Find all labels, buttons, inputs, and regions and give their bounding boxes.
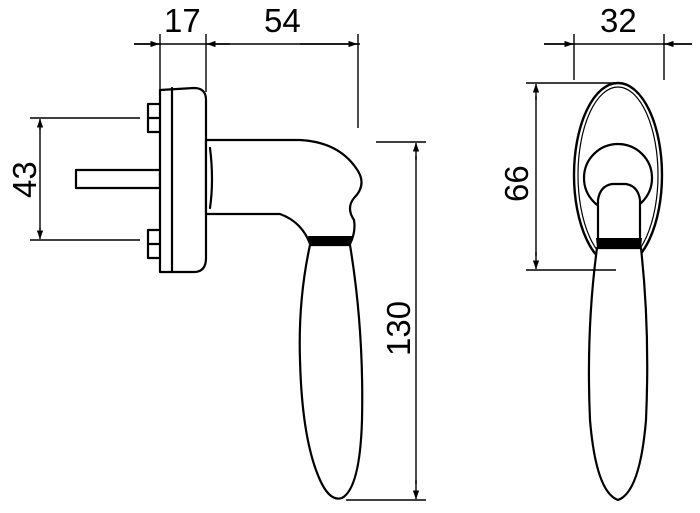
dim-handle-length: 130 bbox=[380, 301, 417, 356]
left-dimension: 43 bbox=[6, 117, 140, 241]
rosette-height-dimension: 66 bbox=[498, 82, 616, 271]
side-view bbox=[74, 86, 364, 500]
top-dimension-chain: 17 54 bbox=[134, 2, 360, 128]
spindle bbox=[74, 168, 162, 190]
dim-lever-projection: 54 bbox=[264, 2, 301, 39]
dim-rosette-height: 66 bbox=[498, 165, 535, 202]
dim-spindle-spacing: 43 bbox=[6, 161, 43, 198]
front-grip bbox=[587, 246, 649, 502]
rosette-base bbox=[158, 86, 208, 274]
lever-grip bbox=[298, 243, 364, 500]
rosette-width-dimension: 32 bbox=[544, 2, 692, 80]
lever-collar bbox=[308, 236, 352, 245]
dim-rosette-depth: 17 bbox=[164, 2, 201, 39]
front-view bbox=[572, 81, 664, 502]
lever-neck bbox=[204, 138, 363, 246]
handle-length-dimension: 130 bbox=[346, 141, 426, 501]
dim-rosette-width: 32 bbox=[600, 2, 637, 39]
